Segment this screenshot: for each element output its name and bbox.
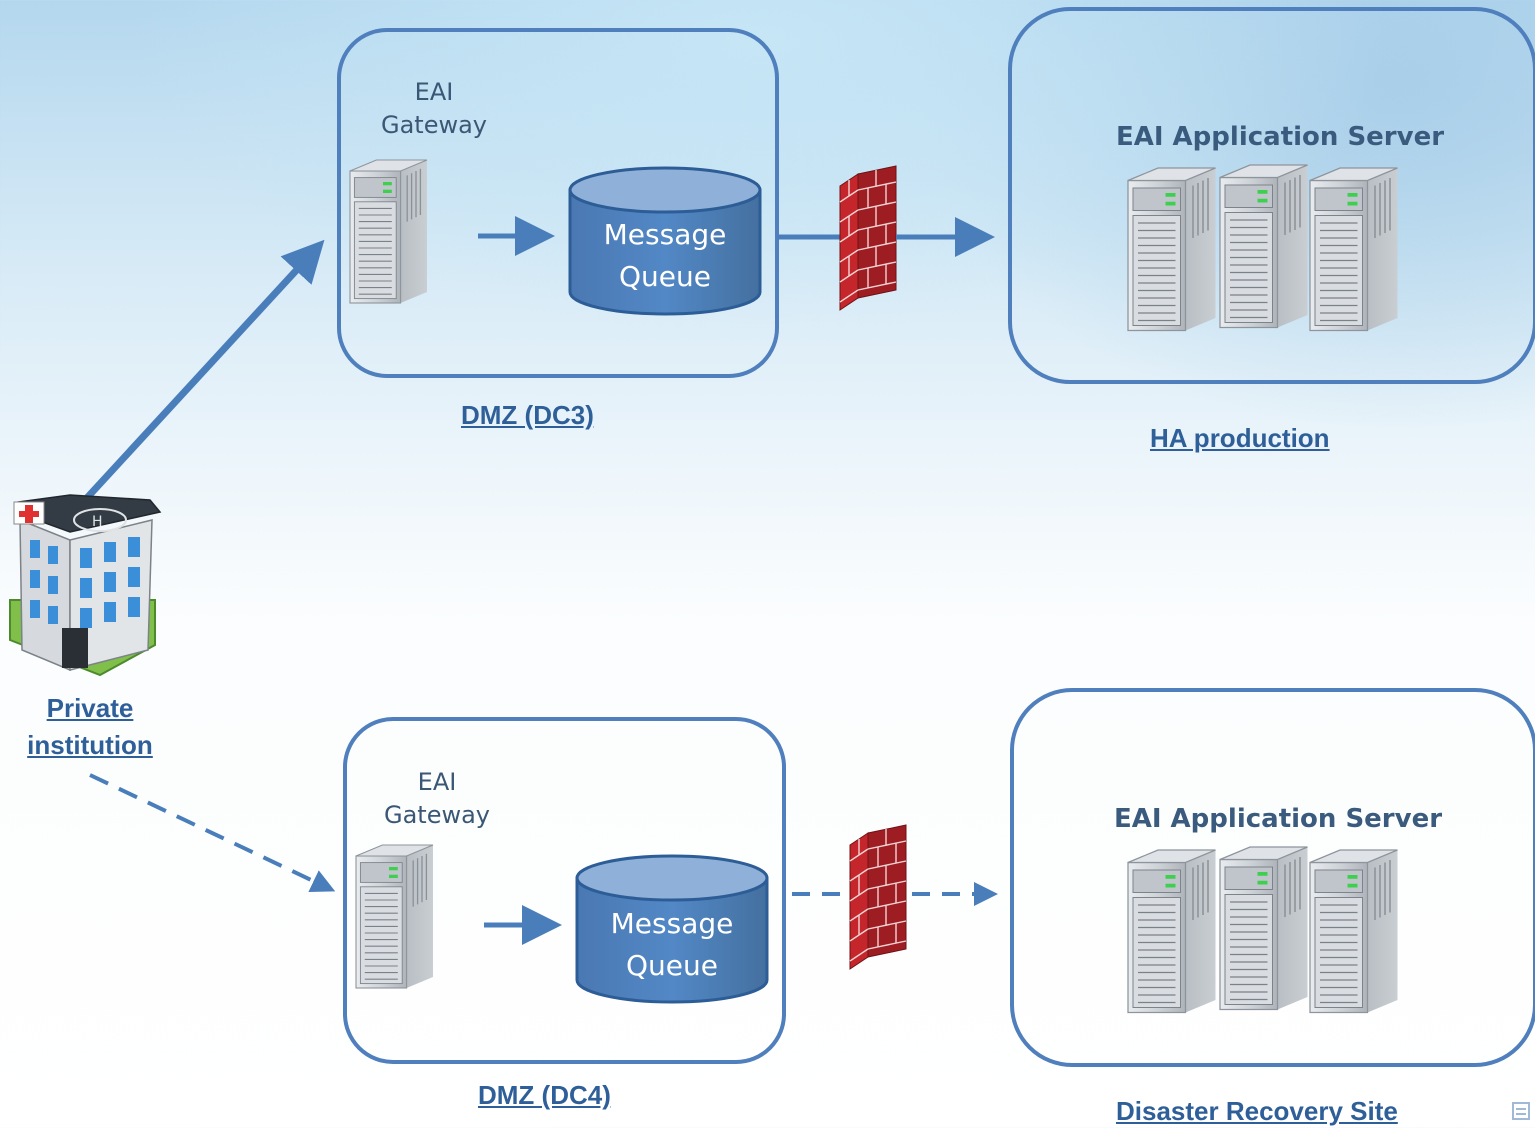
message-queue-cylinder-icon: [568, 166, 762, 316]
svg-text:H: H: [92, 514, 103, 530]
queue-label-dr: Message Queue: [577, 903, 767, 987]
ha-production-box: [1008, 7, 1535, 384]
queue-label-line1: Message: [603, 218, 727, 251]
queue-label: Message Queue: [570, 214, 760, 298]
queue-label-line2: Queue: [619, 260, 711, 293]
hospital-building-icon: H: [9, 494, 162, 677]
watermark-logo-icon: [1512, 1101, 1535, 1123]
dmz-dc3-label: DMZ (DC3): [461, 400, 594, 430]
private-institution-label: Private institution: [5, 690, 175, 764]
queue-label-dr-line2: Queue: [626, 949, 718, 982]
app-server-cluster-icon: [1127, 164, 1399, 332]
gateway-label-line1: EAI: [414, 78, 454, 106]
disaster-recovery-label: Disaster Recovery Site: [1116, 1096, 1398, 1126]
queue-label-dr-line1: Message: [610, 907, 734, 940]
app-server-title-dr: EAI Application Server: [1113, 804, 1443, 834]
institution-to-dc4-dashed-arrow: [89, 773, 336, 892]
gateway-label: EAI Gateway: [354, 76, 514, 142]
dmz-dc4-box: [343, 717, 786, 1064]
gateway-label-line2: Gateway: [380, 111, 488, 139]
app-server-title: EAI Application Server: [1115, 122, 1445, 152]
ha-production-label: HA production: [1150, 423, 1330, 453]
disaster-recovery-box: [1010, 688, 1535, 1067]
firewall-icon: [839, 165, 897, 311]
gateway-server-icon: [349, 159, 428, 304]
gateway-server-icon-dr: [355, 844, 434, 989]
dmz-dc3-box: [337, 28, 779, 378]
dmz-dc4-label: DMZ (DC4): [478, 1080, 611, 1110]
gateway-label-dr: EAI Gateway: [357, 766, 517, 832]
firewall-icon-dr: [849, 824, 907, 970]
message-queue-cylinder-icon-dr: [575, 854, 769, 1004]
institution-to-dc3-arrow: [82, 239, 325, 503]
private-institution-line1: Private: [46, 693, 134, 723]
gateway-label-dr-line2: Gateway: [383, 801, 491, 829]
app-server-cluster-icon-dr: [1127, 846, 1399, 1014]
private-institution-line2: institution: [27, 730, 153, 760]
gateway-label-dr-line1: EAI: [417, 768, 457, 796]
